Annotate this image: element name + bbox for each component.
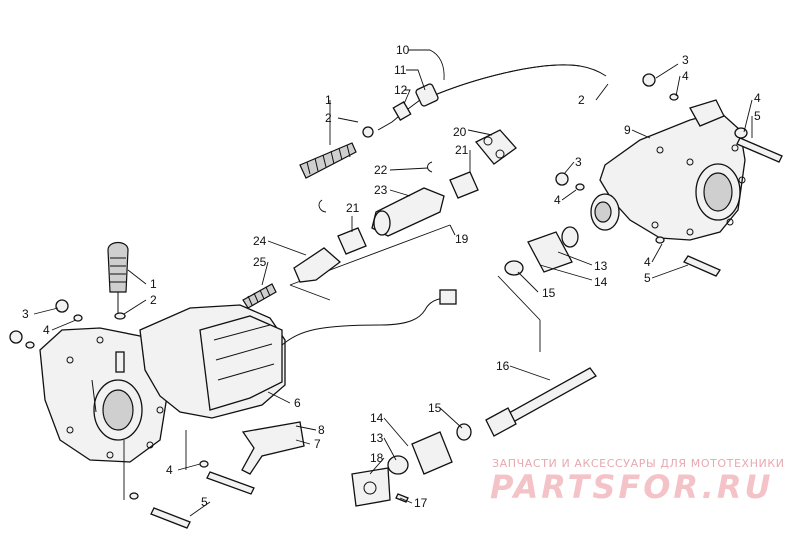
callout-3-front: 3 bbox=[22, 307, 29, 321]
watermark-tagline: ЗАПЧАСТИ И АКСЕССУАРЫ ДЛЯ МОТОТЕХНИКИ bbox=[492, 457, 785, 470]
callout-16: 16 bbox=[496, 359, 510, 373]
rear-cv-boot bbox=[504, 226, 579, 276]
transmission-housing bbox=[139, 289, 457, 475]
callout-21-upper: 21 bbox=[455, 143, 469, 157]
callout-5-front-bottom: 5 bbox=[201, 495, 208, 509]
front-propshaft bbox=[351, 275, 597, 507]
callout-15-rear: 15 bbox=[542, 286, 556, 300]
callout-4-front: 4 bbox=[43, 323, 50, 337]
callout-20: 20 bbox=[453, 125, 467, 139]
callout-4-rear-mid: 4 bbox=[554, 193, 561, 207]
callout-5-rear-bottom: 5 bbox=[644, 271, 651, 285]
callout-7: 7 bbox=[314, 437, 321, 451]
driveshaft-assembly bbox=[289, 129, 517, 301]
callout-22: 22 bbox=[374, 163, 388, 177]
callout-2-upper: 2 bbox=[325, 111, 332, 125]
callout-2-lower: 2 bbox=[150, 293, 157, 307]
callout-4-rear-bottom: 4 bbox=[644, 255, 651, 269]
callout-11: 11 bbox=[394, 63, 407, 77]
callout-1-lower: 1 bbox=[150, 277, 157, 291]
callout-4-rear-top: 4 bbox=[682, 69, 689, 83]
callout-2-cable: 2 bbox=[578, 93, 585, 107]
callout-3-rear-top: 3 bbox=[682, 53, 689, 67]
rear-gearcase bbox=[590, 99, 746, 241]
shift-boot-lower bbox=[107, 241, 129, 320]
yoke-and-spring bbox=[242, 247, 342, 309]
callout-17: 17 bbox=[414, 496, 428, 510]
callout-labels: 10 11 12 1 2 20 21 22 23 21 19 24 25 2 3… bbox=[22, 43, 761, 510]
watermark-logo: PARTSFOR.RU bbox=[490, 468, 774, 506]
callout-1-upper: 1 bbox=[325, 93, 332, 107]
callout-18: 18 bbox=[370, 451, 384, 465]
callout-8: 8 bbox=[318, 423, 325, 437]
callout-25: 25 bbox=[253, 255, 267, 269]
shift-boot-upper bbox=[299, 142, 357, 179]
callout-3-rear-mid: 3 bbox=[575, 155, 582, 169]
callout-9: 9 bbox=[624, 123, 631, 137]
callout-14-front: 14 bbox=[370, 411, 384, 425]
callout-14-rear: 14 bbox=[594, 275, 608, 289]
callout-5-rear-right: 5 bbox=[754, 109, 761, 123]
callout-13-front: 13 bbox=[370, 431, 384, 445]
callout-4-rear-right: 4 bbox=[754, 91, 761, 105]
callout-23: 23 bbox=[374, 183, 388, 197]
callout-10: 10 bbox=[396, 43, 410, 57]
callout-6: 6 bbox=[294, 396, 301, 410]
callout-24: 24 bbox=[253, 234, 267, 248]
callout-4-front-bottom: 4 bbox=[166, 463, 173, 477]
callout-leaders bbox=[33, 49, 753, 517]
front-gearcase bbox=[39, 327, 169, 463]
callout-12: 12 bbox=[394, 83, 408, 97]
callout-21-lower: 21 bbox=[346, 201, 360, 215]
callout-15-front: 15 bbox=[428, 401, 442, 415]
callout-13-rear: 13 bbox=[594, 259, 608, 273]
front-fasteners bbox=[9, 299, 255, 529]
shift-cable bbox=[362, 64, 607, 138]
callout-19: 19 bbox=[455, 232, 469, 246]
